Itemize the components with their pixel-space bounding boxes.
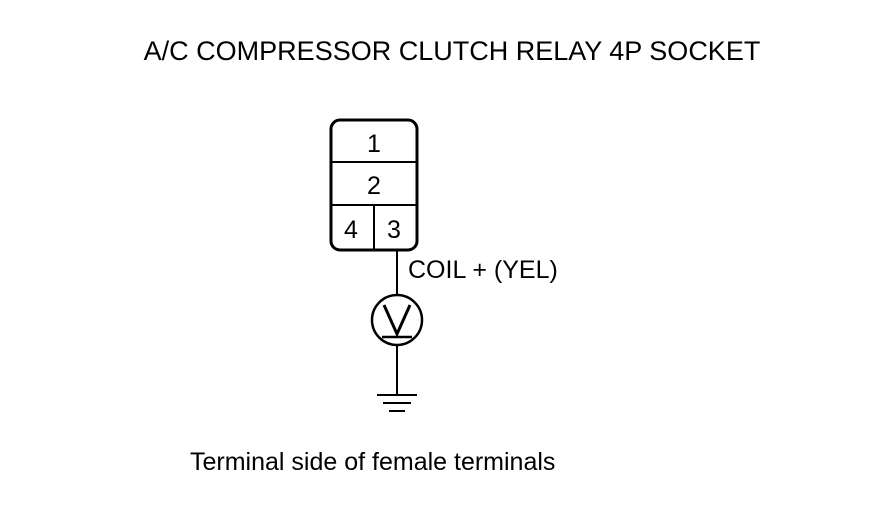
terminal-1-label: 1 bbox=[367, 130, 381, 158]
diagram-title: A/C COMPRESSOR CLUTCH RELAY 4P SOCKET bbox=[143, 36, 761, 66]
terminal-3-label: 3 bbox=[387, 216, 401, 244]
voltmeter-v-symbol bbox=[382, 304, 412, 338]
wire-label: COIL + (YEL) bbox=[408, 256, 558, 284]
ground-icon bbox=[377, 394, 417, 412]
diagram-caption: Terminal side of female terminals bbox=[190, 448, 556, 476]
terminal-2-label: 2 bbox=[367, 172, 381, 200]
terminal-4-label: 4 bbox=[344, 216, 358, 244]
